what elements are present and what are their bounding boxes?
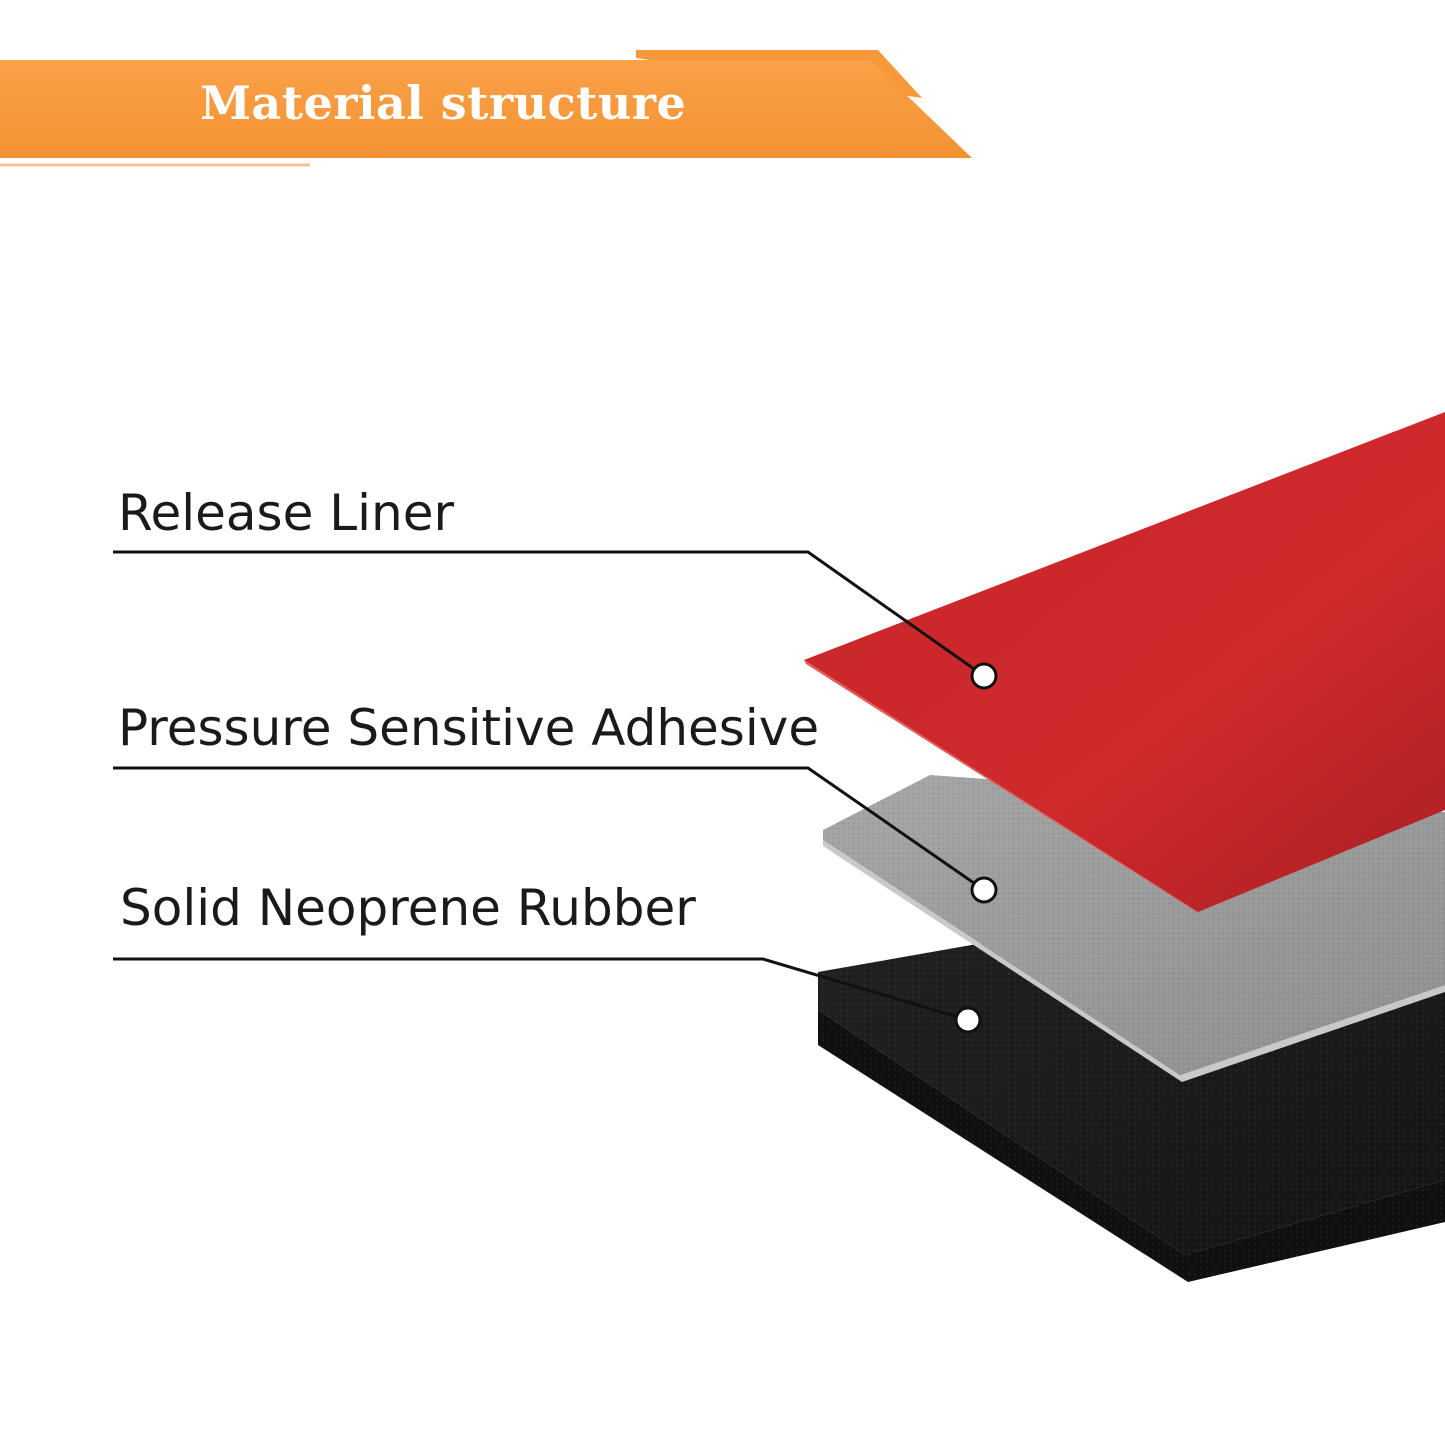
release-liner-layer [804,412,1445,916]
layer-label-solid-neoprene-rubber: Solid Neoprene Rubber [120,879,696,937]
banner-ribbon-shape [0,60,972,158]
release-liner-top [804,412,1445,912]
marker-dot-psa [970,876,998,904]
leader-line-psa [113,766,985,892]
banner-ribbon [0,50,972,167]
leader-lines [113,550,985,1022]
release-liner-edge [804,660,1203,916]
layer-label-release-liner: Release Liner [118,484,455,542]
banner-title: Material structure [200,76,687,130]
layer-label-pressure-sensitive-adhesive: Pressure Sensitive Adhesive [118,699,820,757]
marker-dot-rubber [954,1006,982,1034]
leader-line-rubber [113,957,969,1022]
marker-dot-release [970,662,998,690]
leader-line-release [113,550,985,678]
marker-dots [954,662,998,1034]
